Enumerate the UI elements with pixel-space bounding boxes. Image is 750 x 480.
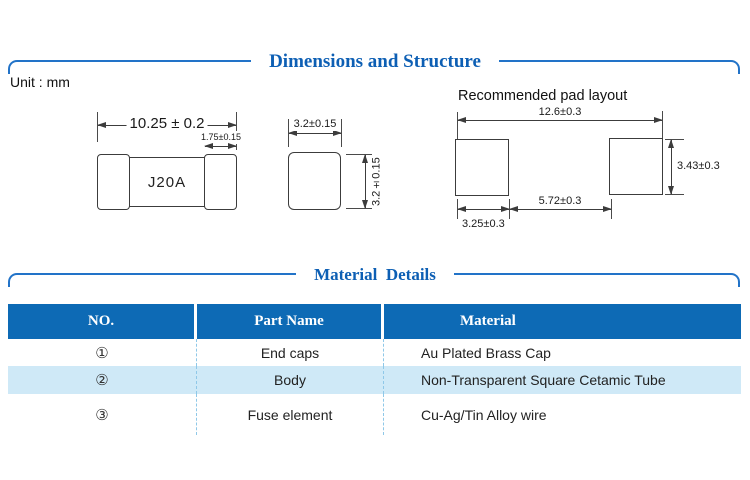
header-material: Material	[460, 313, 516, 329]
right-pad	[609, 138, 663, 195]
dimension-line-pad-width	[457, 206, 510, 212]
cell-part-name: Body	[197, 366, 384, 394]
fuse-left-end-cap	[97, 154, 130, 210]
dimension-line-width	[288, 130, 342, 136]
arrowhead-left-icon	[457, 117, 466, 123]
arrowhead-left-icon	[509, 206, 518, 212]
fuse-cross-section	[288, 152, 341, 210]
cell-material: Cu-Ag/Tin Alloy wire	[421, 406, 547, 423]
dimension-line-cap-length	[204, 143, 237, 149]
cell-no: ③	[8, 394, 197, 435]
fuse-right-end-cap	[204, 154, 237, 210]
extension-line	[346, 208, 372, 209]
cell-no: ①	[8, 339, 197, 366]
cap-length-label: 1.75±0.15	[200, 131, 242, 144]
arrowhead-up-icon	[668, 139, 674, 148]
header-no: NO.	[8, 304, 197, 339]
left-pad	[455, 139, 509, 196]
side-width-label: 3.2±0.15	[290, 118, 340, 131]
header-part-name: Part Name	[197, 304, 384, 339]
pad-gap-label: 5.72±0.3	[538, 195, 582, 208]
material-table: NO. Part Name Material ① End caps Au Pla…	[8, 304, 741, 435]
arrowhead-right-icon	[228, 122, 237, 128]
side-height-label: 3.2±0.15	[370, 157, 383, 207]
arrowhead-right-icon	[333, 130, 342, 136]
arrowhead-down-icon	[362, 200, 368, 209]
extension-line	[346, 154, 372, 155]
cell-no: ②	[8, 366, 197, 394]
arrowhead-right-icon	[654, 117, 663, 123]
arrowhead-right-icon	[501, 206, 510, 212]
pad-height-label: 3.43±0.3	[677, 160, 720, 173]
materials-title-text: Material Details	[296, 265, 454, 285]
fuse-body: J20A	[129, 157, 205, 207]
section-title-materials: Material Details	[0, 265, 750, 285]
table-row: ③ Fuse element Cu-Ag/Tin Alloy wire	[8, 394, 741, 435]
table-row: ① End caps Au Plated Brass Cap	[8, 339, 741, 366]
unit-label: Unit : mm	[10, 74, 70, 90]
extension-line	[662, 111, 663, 138]
pad-layout-title: Recommended pad layout	[458, 88, 628, 104]
dimension-line-height	[362, 154, 368, 209]
extension-line	[457, 112, 458, 140]
pad-overall-width-label: 12.6±0.3	[535, 106, 585, 119]
cell-material: Au Plated Brass Cap	[421, 344, 551, 361]
arrowhead-left-icon	[97, 122, 106, 128]
table-row: ② Body Non-Transparent Square Cetamic Tu…	[8, 366, 741, 394]
arrowhead-right-icon	[228, 143, 237, 149]
dimension-line-pad-gap	[509, 206, 612, 212]
arrowhead-up-icon	[362, 154, 368, 163]
fuse-marking-label: J20A	[147, 173, 187, 191]
arrowhead-left-icon	[288, 130, 297, 136]
arrowhead-left-icon	[204, 143, 213, 149]
dimensions-title-text: Dimensions and Structure	[251, 51, 499, 73]
dimension-line-pad-height	[668, 139, 674, 195]
cell-part-name: Fuse element	[197, 394, 384, 435]
overall-length-label: 10.25 ± 0.2	[126, 116, 208, 131]
arrowhead-left-icon	[457, 206, 466, 212]
table-header-row: NO. Part Name Material	[8, 304, 741, 339]
arrowhead-right-icon	[603, 206, 612, 212]
extension-line	[665, 194, 684, 195]
cell-material: Non-Transparent Square Cetamic Tube	[421, 372, 666, 388]
section-title-dimensions: Dimensions and Structure	[0, 51, 750, 73]
cell-part-name: End caps	[197, 339, 384, 366]
pad-width-label: 3.25±0.3	[462, 218, 505, 231]
extension-line	[665, 139, 684, 140]
arrowhead-down-icon	[668, 186, 674, 195]
dimension-line-pad-overall	[457, 117, 663, 123]
